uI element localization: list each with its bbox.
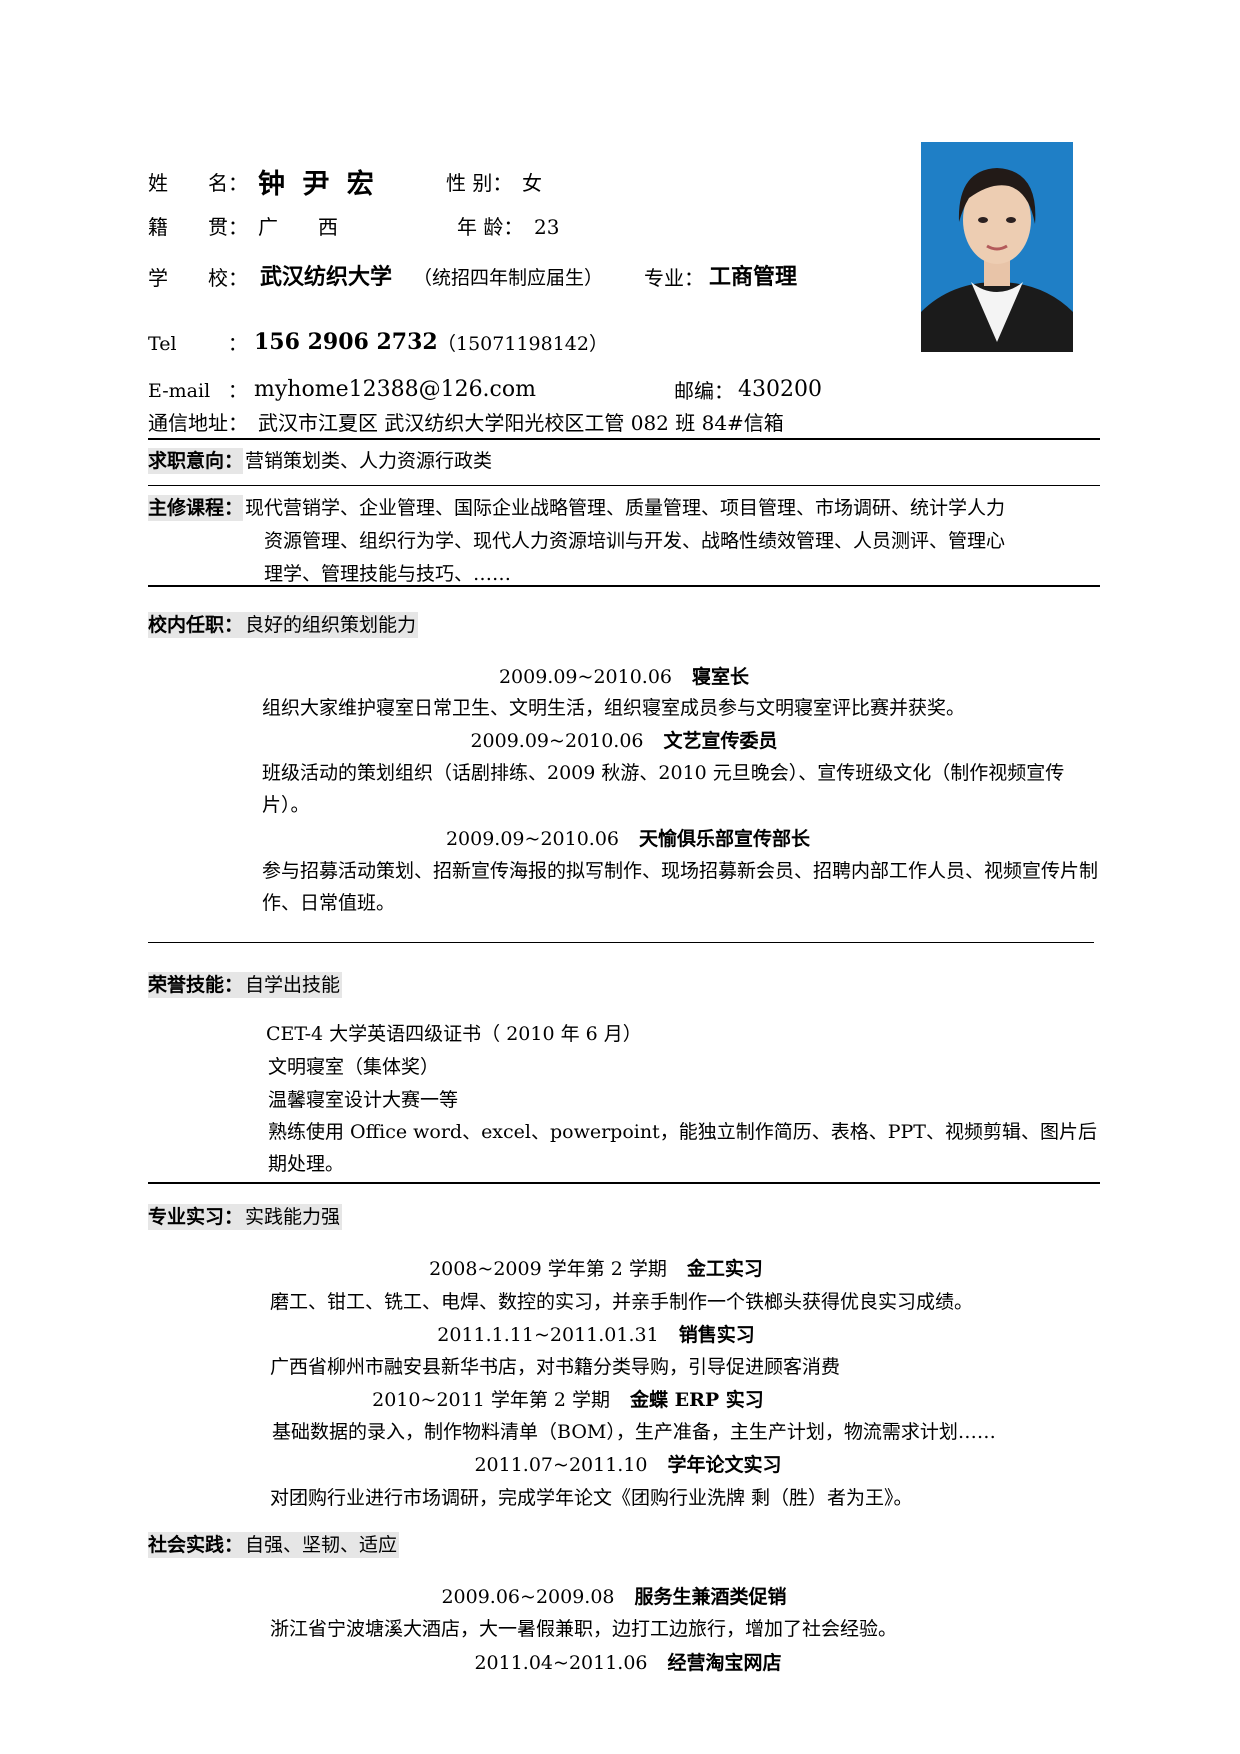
divider-campus — [148, 942, 1094, 943]
campus-item-3-date: 2009.09~2010.06 — [445, 828, 620, 850]
honors-item-1: CET-4 大学英语四级证书（ 2010 年 6 月） — [266, 1023, 642, 1045]
courses-line-1: 现代营销学、企业管理、国际企业战略管理、质量管理、项目管理、市场调研、统计学人力 — [245, 497, 1006, 519]
portrait-icon — [921, 142, 1073, 352]
zip-value: 430200 — [738, 377, 822, 402]
social-item-1-desc: 浙江省宁波塘溪大酒店，大一暑假兼职，边打工边旅行，增加了社会经验。 — [270, 1618, 898, 1640]
honors-item-2: 文明寝室（集体奖） — [268, 1056, 440, 1078]
courses-line-3: 理学、管理技能与技巧、…… — [264, 563, 512, 585]
internship-item-1-desc: 磨工、钳工、铣工、电焊、数控的实习，并亲手制作一个铁榔头获得优良实习成绩。 — [270, 1291, 974, 1313]
campus-item-1-desc: 组织大家维护寝室日常卫生、文明生活，组织寝室成员参与文明寝室评比赛并获奖。 — [262, 697, 966, 719]
social-item-1-date: 2009.06~2009.08 — [441, 1586, 615, 1608]
objective-label: 求职意向： — [148, 448, 244, 474]
courses-section: 主修课程：现代营销学、企业管理、国际企业战略管理、质量管理、项目管理、市场调研、… — [148, 493, 1007, 523]
internship-item-4-header: 2011.07~2011.10 学年论文实习 — [152, 1452, 1104, 1478]
campus-item-2-header: 2009.09~2010.06 文艺宣传委员 — [148, 728, 1100, 754]
internship-item-4-desc: 对团购行业进行市场调研，完成学年论文《团购行业洗牌 剩（胜）者为王》。 — [270, 1487, 913, 1509]
tel-separator: ： — [228, 333, 248, 355]
internship-item-1-date: 2008~2009 学年第 2 学期 — [429, 1258, 667, 1280]
name-label: 姓 名： — [148, 171, 248, 195]
internship-item-2-header: 2011.1.11~2011.01.31 销售实习 — [120, 1322, 1072, 1348]
address-value: 武汉市江夏区 武汉纺织大学阳光校区工管 082 班 84#信箱 — [258, 411, 784, 435]
major-value: 工商管理 — [709, 264, 798, 290]
tel-alt: （15071198142） — [437, 333, 608, 355]
internship-item-4-date: 2011.07~2011.10 — [474, 1454, 648, 1476]
age-label: 年 龄： — [457, 215, 524, 239]
social-section: 社会实践：自强、坚韧、适应 — [148, 1530, 400, 1560]
social-item-1-header: 2009.06~2009.08 服务生兼酒类促销 — [138, 1584, 1090, 1610]
internship-item-4-role: 学年论文实习 — [667, 1454, 782, 1476]
campus-label: 校内任职： — [148, 612, 244, 638]
divider-courses — [148, 585, 1100, 587]
school-value: 武汉纺织大学 — [260, 264, 393, 290]
campus-item-2-date: 2009.09~2010.06 — [470, 730, 644, 752]
objective-section: 求职意向：营销策划类、人力资源行政类 — [148, 446, 494, 476]
campus-item-1-header: 2009.09~2010.06 寝室长 — [148, 664, 1100, 690]
honors-item-4: 熟练使用 Office word、excel、powerpoint，能独立制作简… — [268, 1121, 1097, 1175]
school-note: （统招四年制应届生） — [413, 267, 604, 289]
zip-label: 邮编： — [674, 379, 734, 403]
internship-item-2-role: 销售实习 — [678, 1324, 755, 1346]
campus-item-1-date: 2009.09~2010.06 — [498, 666, 673, 688]
address-label: 通信地址： — [148, 411, 248, 435]
internship-item-3-desc: 基础数据的录入，制作物料清单（BOM），生产准备，主生产计划，物流需求计划…… — [272, 1421, 996, 1443]
age-value: 23 — [534, 215, 560, 239]
email-separator: ： — [228, 380, 248, 402]
internship-item-3-header: 2010~2011 学年第 2 学期金蝶 ERP 实习 — [92, 1387, 1044, 1413]
courses-line-2: 资源管理、组织行为学、现代人力资源培训与开发、战略性绩效管理、人员测评、管理心 — [264, 530, 1006, 552]
campus-value: 良好的组织策划能力 — [243, 612, 419, 638]
school-label: 学 校： — [148, 266, 248, 290]
internship-item-3-role: 金蝶 ERP 实习 — [630, 1389, 764, 1411]
tel-label: Tel — [148, 333, 177, 355]
internship-item-2-desc: 广西省柳州市融安县新华书店，对书籍分类导购，引导促进顾客消费 — [270, 1356, 841, 1378]
internship-section: 专业实习：实践能力强 — [148, 1202, 343, 1232]
gender-label: 性 别： — [446, 171, 513, 195]
honors-value: 自学出技能 — [243, 972, 343, 998]
campus-item-3-header: 2009.09~2010.06 天愉俱乐部宣传部长 — [152, 826, 1104, 852]
origin-value: 广 西 — [258, 215, 338, 239]
internship-item-1-header: 2008~2009 学年第 2 学期金工实习 — [120, 1256, 1072, 1282]
campus-item-3-role: 天愉俱乐部宣传部长 — [639, 828, 811, 850]
divider-objective — [148, 485, 1100, 486]
divider-honors — [148, 1182, 1100, 1184]
internship-label: 专业实习： — [148, 1204, 244, 1230]
courses-label: 主修课程： — [148, 495, 244, 521]
campus-item-2-desc: 班级活动的策划组织（话剧排练、2009 秋游、2010 元旦晚会）、宣传班级文化… — [262, 762, 1065, 816]
email-value[interactable]: myhome12388@126.com — [254, 377, 536, 402]
gender-value: 女 — [522, 171, 542, 195]
internship-item-3-date: 2010~2011 学年第 2 学期 — [372, 1389, 611, 1411]
social-item-2-date: 2011.04~2011.06 — [474, 1652, 648, 1674]
honors-label: 荣誉技能： — [148, 972, 244, 998]
social-label: 社会实践： — [148, 1532, 244, 1558]
internship-item-1-role: 金工实习 — [686, 1258, 763, 1280]
email-label: E-mail — [148, 380, 211, 402]
social-item-2-role: 经营淘宝网店 — [667, 1652, 782, 1674]
campus-item-1-role: 寝室长 — [692, 666, 750, 688]
tel-value: 156 2906 2732 — [254, 329, 438, 355]
campus-item-3-desc: 参与招募活动策划、招新宣传海报的拟写制作、现场招募新会员、招聘内部工作人员、视频… — [262, 860, 1099, 914]
campus-item-2-role: 文艺宣传委员 — [663, 730, 778, 752]
internship-value: 实践能力强 — [243, 1204, 343, 1230]
name-value: 钟 尹 宏 — [258, 169, 378, 200]
honors-item-3: 温馨寝室设计大赛一等 — [268, 1089, 459, 1111]
objective-value: 营销策划类、人力资源行政类 — [245, 450, 493, 472]
social-value: 自强、坚韧、适应 — [243, 1532, 400, 1558]
social-item-1-role: 服务生兼酒类促销 — [634, 1586, 787, 1608]
honors-section: 荣誉技能：自学出技能 — [148, 970, 343, 1000]
social-item-2-header: 2011.04~2011.06 经营淘宝网店 — [152, 1650, 1104, 1676]
internship-item-2-date: 2011.1.11~2011.01.31 — [437, 1324, 659, 1346]
portrait-photo — [921, 142, 1073, 352]
divider-header — [148, 438, 1100, 440]
origin-label: 籍 贯： — [148, 215, 248, 239]
campus-section: 校内任职：良好的组织策划能力 — [148, 610, 419, 640]
major-label: 专业： — [644, 266, 704, 290]
